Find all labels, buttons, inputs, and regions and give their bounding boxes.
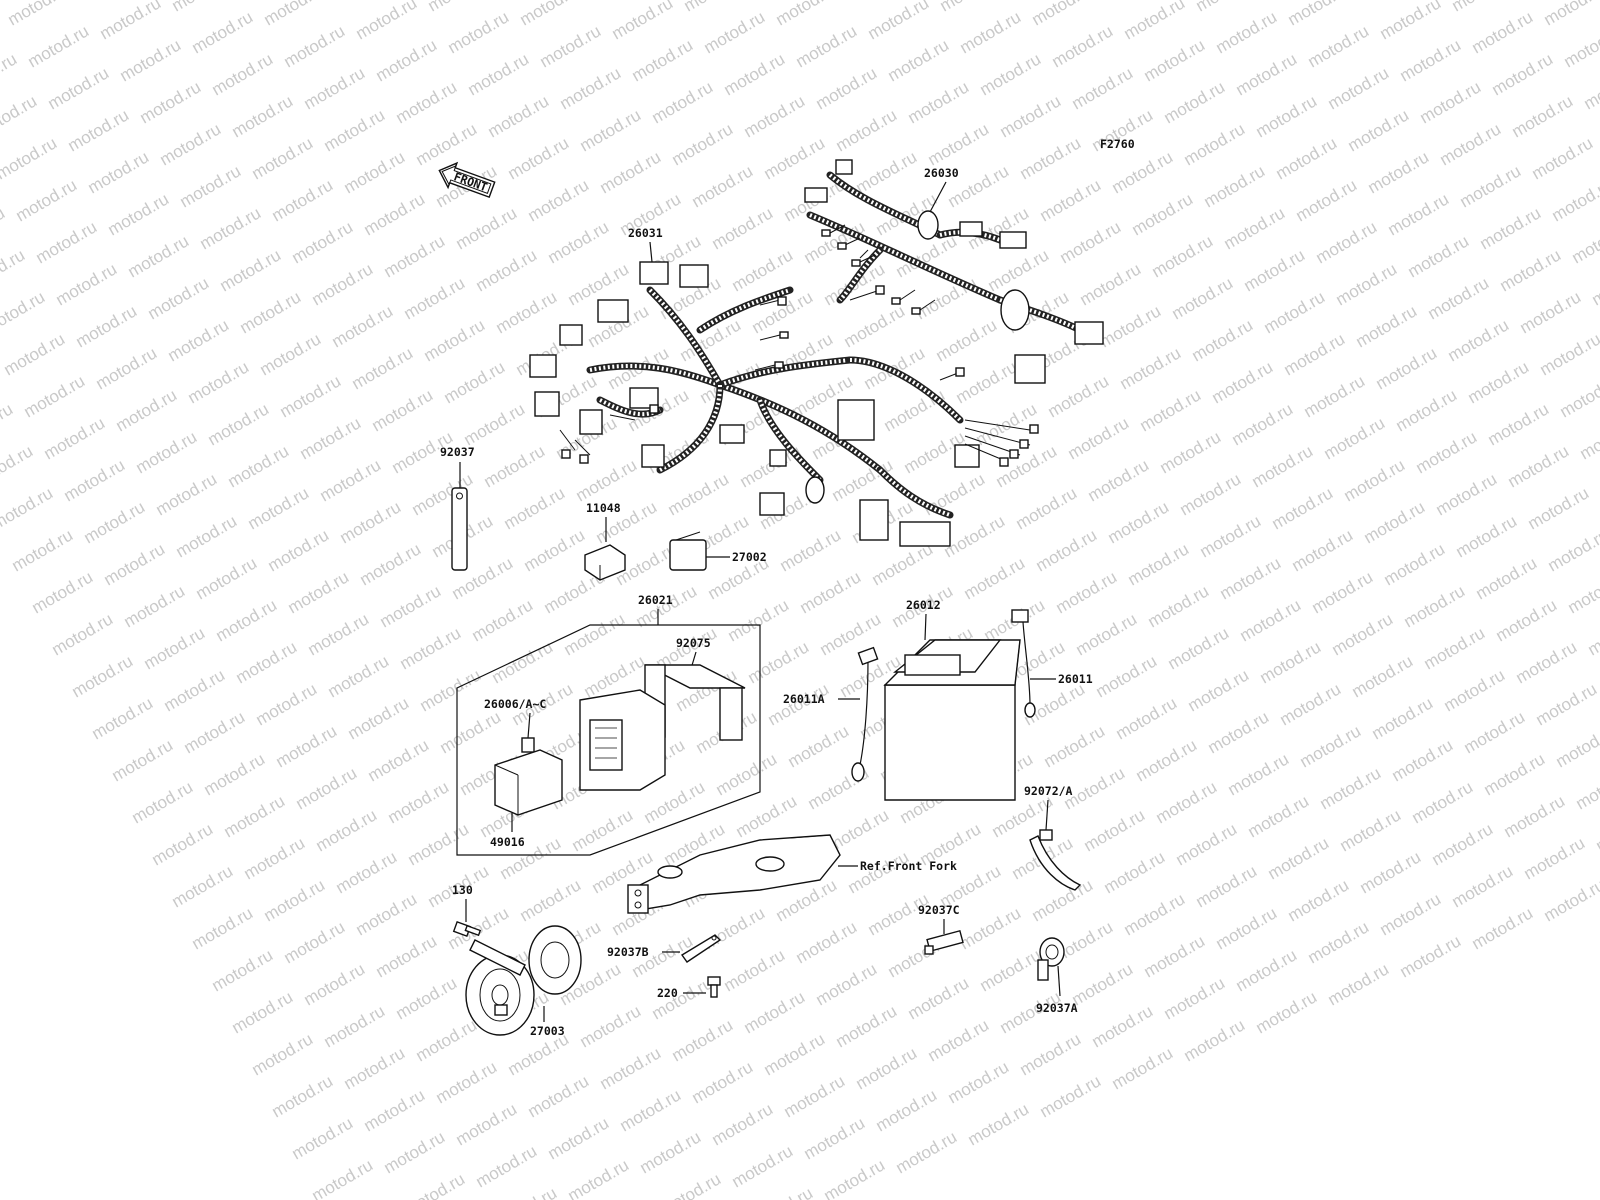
screw-icon bbox=[707, 976, 721, 998]
connector-icon bbox=[804, 187, 828, 203]
callout-26012: 26012 bbox=[906, 598, 941, 612]
front-fork-bracket-icon bbox=[627, 834, 841, 914]
fuse-icon bbox=[521, 737, 535, 753]
callout-27003: 27003 bbox=[530, 1024, 565, 1038]
bolt-icon bbox=[452, 921, 482, 937]
connector-icon bbox=[759, 492, 785, 516]
connector-icon bbox=[999, 231, 1027, 249]
connector-icon bbox=[597, 299, 629, 323]
callout-26021: 26021 bbox=[638, 593, 673, 607]
connector-icon bbox=[859, 499, 889, 541]
callout-92075: 92075 bbox=[676, 636, 711, 650]
callout-92072A: 92072/A bbox=[1024, 784, 1073, 798]
callout-130: 130 bbox=[452, 883, 473, 897]
clamp-b-icon bbox=[680, 934, 722, 963]
connector-icon bbox=[1074, 321, 1104, 345]
battery-icon bbox=[883, 639, 1021, 801]
ecu-module-icon bbox=[837, 399, 875, 441]
harness-connectors bbox=[529, 159, 1104, 547]
callout-26011: 26011 bbox=[1058, 672, 1093, 686]
grommet-icon bbox=[917, 210, 939, 240]
connector-icon bbox=[1014, 354, 1046, 384]
junction-box-assembly-frame bbox=[456, 624, 761, 856]
connector-icon bbox=[639, 261, 669, 285]
callout-11048: 11048 bbox=[586, 501, 621, 515]
figure-code: F2760 bbox=[1100, 137, 1135, 151]
connector-icon bbox=[629, 387, 659, 409]
front-arrow-icon: FRONT bbox=[438, 161, 496, 199]
cover-icon bbox=[494, 749, 563, 816]
connector-icon bbox=[679, 264, 709, 288]
ground-lead-icon bbox=[451, 487, 468, 571]
callout-92037C: 92037C bbox=[918, 903, 960, 917]
callout-26031: 26031 bbox=[628, 226, 663, 240]
grommet-icon bbox=[805, 476, 825, 504]
connector-icon bbox=[559, 324, 583, 346]
connector-icon bbox=[641, 444, 665, 468]
connector-icon bbox=[899, 521, 951, 547]
band-icon bbox=[1029, 829, 1082, 891]
callout-26006: 26006/A~C bbox=[484, 697, 546, 711]
connector-icon bbox=[534, 391, 560, 417]
connector-icon bbox=[835, 159, 853, 175]
clamp-c-icon bbox=[924, 929, 964, 955]
grommet-icon bbox=[1000, 289, 1030, 331]
callout-92037: 92037 bbox=[440, 445, 475, 459]
bracket-icon bbox=[584, 544, 626, 581]
connector-icon bbox=[719, 424, 745, 444]
connector-icon bbox=[529, 354, 557, 378]
connector-icon bbox=[579, 409, 603, 435]
connector-icon bbox=[769, 449, 787, 467]
callout-26011A: 26011A bbox=[783, 692, 825, 706]
negative-cable-icon bbox=[851, 646, 879, 782]
callout-26030: 26030 bbox=[924, 166, 959, 180]
horn-icon bbox=[465, 925, 582, 1036]
positive-cable-icon bbox=[1011, 609, 1036, 718]
callout-92037A: 92037A bbox=[1036, 1001, 1078, 1015]
relay-icon bbox=[669, 531, 707, 571]
callout-220: 220 bbox=[657, 986, 678, 1000]
callout-ref-front-fork: Ref.Front Fork bbox=[860, 859, 957, 873]
clamp-a-icon bbox=[1037, 937, 1065, 981]
callout-27002: 27002 bbox=[732, 550, 767, 564]
connector-icon bbox=[959, 221, 983, 237]
junction-box-icon bbox=[579, 689, 666, 791]
callout-92037B: 92037B bbox=[607, 945, 649, 959]
callout-49016: 49016 bbox=[490, 835, 525, 849]
